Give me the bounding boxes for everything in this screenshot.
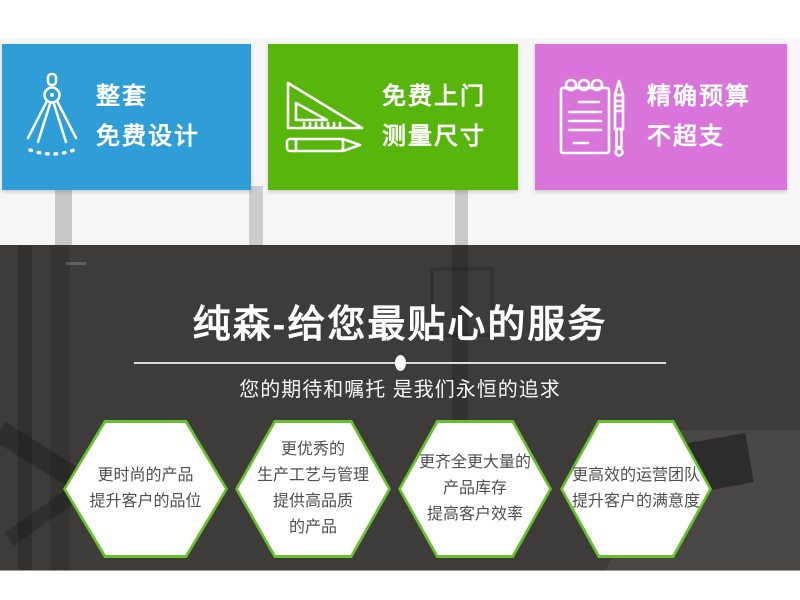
hexagon-line: 更齐全更大量的 xyxy=(418,454,531,471)
hexagon-fill xyxy=(66,423,225,555)
feature-card-line: 免费设计 xyxy=(96,123,200,150)
feature-card-line: 不超支 xyxy=(647,123,725,150)
hexagon-line: 提升客户的品位 xyxy=(89,493,202,510)
section-title: 纯森-给您最贴心的服务 xyxy=(192,304,608,346)
hexagon-fill xyxy=(238,423,388,555)
feature-card-line: 精确预算 xyxy=(647,83,751,110)
feature-card-onsite-measure: 免费上门 测量尺寸 xyxy=(268,44,518,190)
photo-detail-post xyxy=(455,190,468,245)
notepad-pen-icon xyxy=(557,75,631,159)
triangle-ruler-pencil-icon xyxy=(282,78,366,156)
hexagon-line: 更高效的运营团队 xyxy=(571,467,700,484)
photo-detail xyxy=(452,245,468,455)
hexagon-inventory: 更齐全更大量的 产品库存 提高客户效率 xyxy=(398,420,552,558)
photo-detail-post xyxy=(55,186,72,245)
feature-card-text: 精确预算 不超支 xyxy=(647,77,751,157)
feature-card-line: 免费上门 xyxy=(382,83,486,110)
hexagon-line: 更优秀的 xyxy=(280,441,345,458)
hexagon-line: 生产工艺与管理 xyxy=(256,467,369,484)
hexagon-line: 产品库存 xyxy=(442,480,507,497)
photo-detail xyxy=(18,245,32,570)
feature-card-free-design: 整套 免费设计 xyxy=(2,44,251,190)
photo-detail xyxy=(66,262,86,265)
hexagon-text: 更时尚的产品 提升客户的品位 xyxy=(63,420,228,558)
feature-card-line: 测量尺寸 xyxy=(382,123,486,150)
feature-card-line: 整套 xyxy=(96,83,148,110)
hexagon-operations-team: 更高效的运营团队 提升客户的满意度 xyxy=(560,420,712,558)
photo-detail-frame xyxy=(430,267,494,337)
photo-detail-post xyxy=(249,186,263,245)
hexagon-line: 提高客户效率 xyxy=(426,506,523,523)
hexagon-text: 更优秀的 生产工艺与管理 提供高品质 的产品 xyxy=(235,420,391,558)
hexagon-production-quality: 更优秀的 生产工艺与管理 提供高品质 的产品 xyxy=(235,420,391,558)
hexagon-line: 的产品 xyxy=(288,519,337,536)
feature-card-accurate-budget: 精确预算 不超支 xyxy=(535,44,787,190)
hexagon-text: 更高效的运营团队 提升客户的满意度 xyxy=(560,420,712,558)
hexagon-text: 更齐全更大量的 产品库存 提高客户效率 xyxy=(398,420,552,558)
hexagon-line: 更时尚的产品 xyxy=(97,467,194,484)
divider-dot xyxy=(395,355,406,371)
compass-icon xyxy=(24,72,80,162)
section-subtitle: 您的期待和嘱托 是我们永恒的追求 xyxy=(239,379,561,401)
service-section: 纯森-给您最贴心的服务 您的期待和嘱托 是我们永恒的追求 更时尚的产品 提升客户… xyxy=(0,245,800,571)
hexagon-line: 提升客户的满意度 xyxy=(571,493,700,510)
feature-card-text: 免费上门 测量尺寸 xyxy=(382,77,486,157)
title-divider xyxy=(134,355,666,371)
hexagon-stylish-products: 更时尚的产品 提升客户的品位 xyxy=(63,420,228,558)
hexagon-line: 提供高品质 xyxy=(272,493,353,510)
feature-card-text: 整套 免费设计 xyxy=(96,77,200,157)
